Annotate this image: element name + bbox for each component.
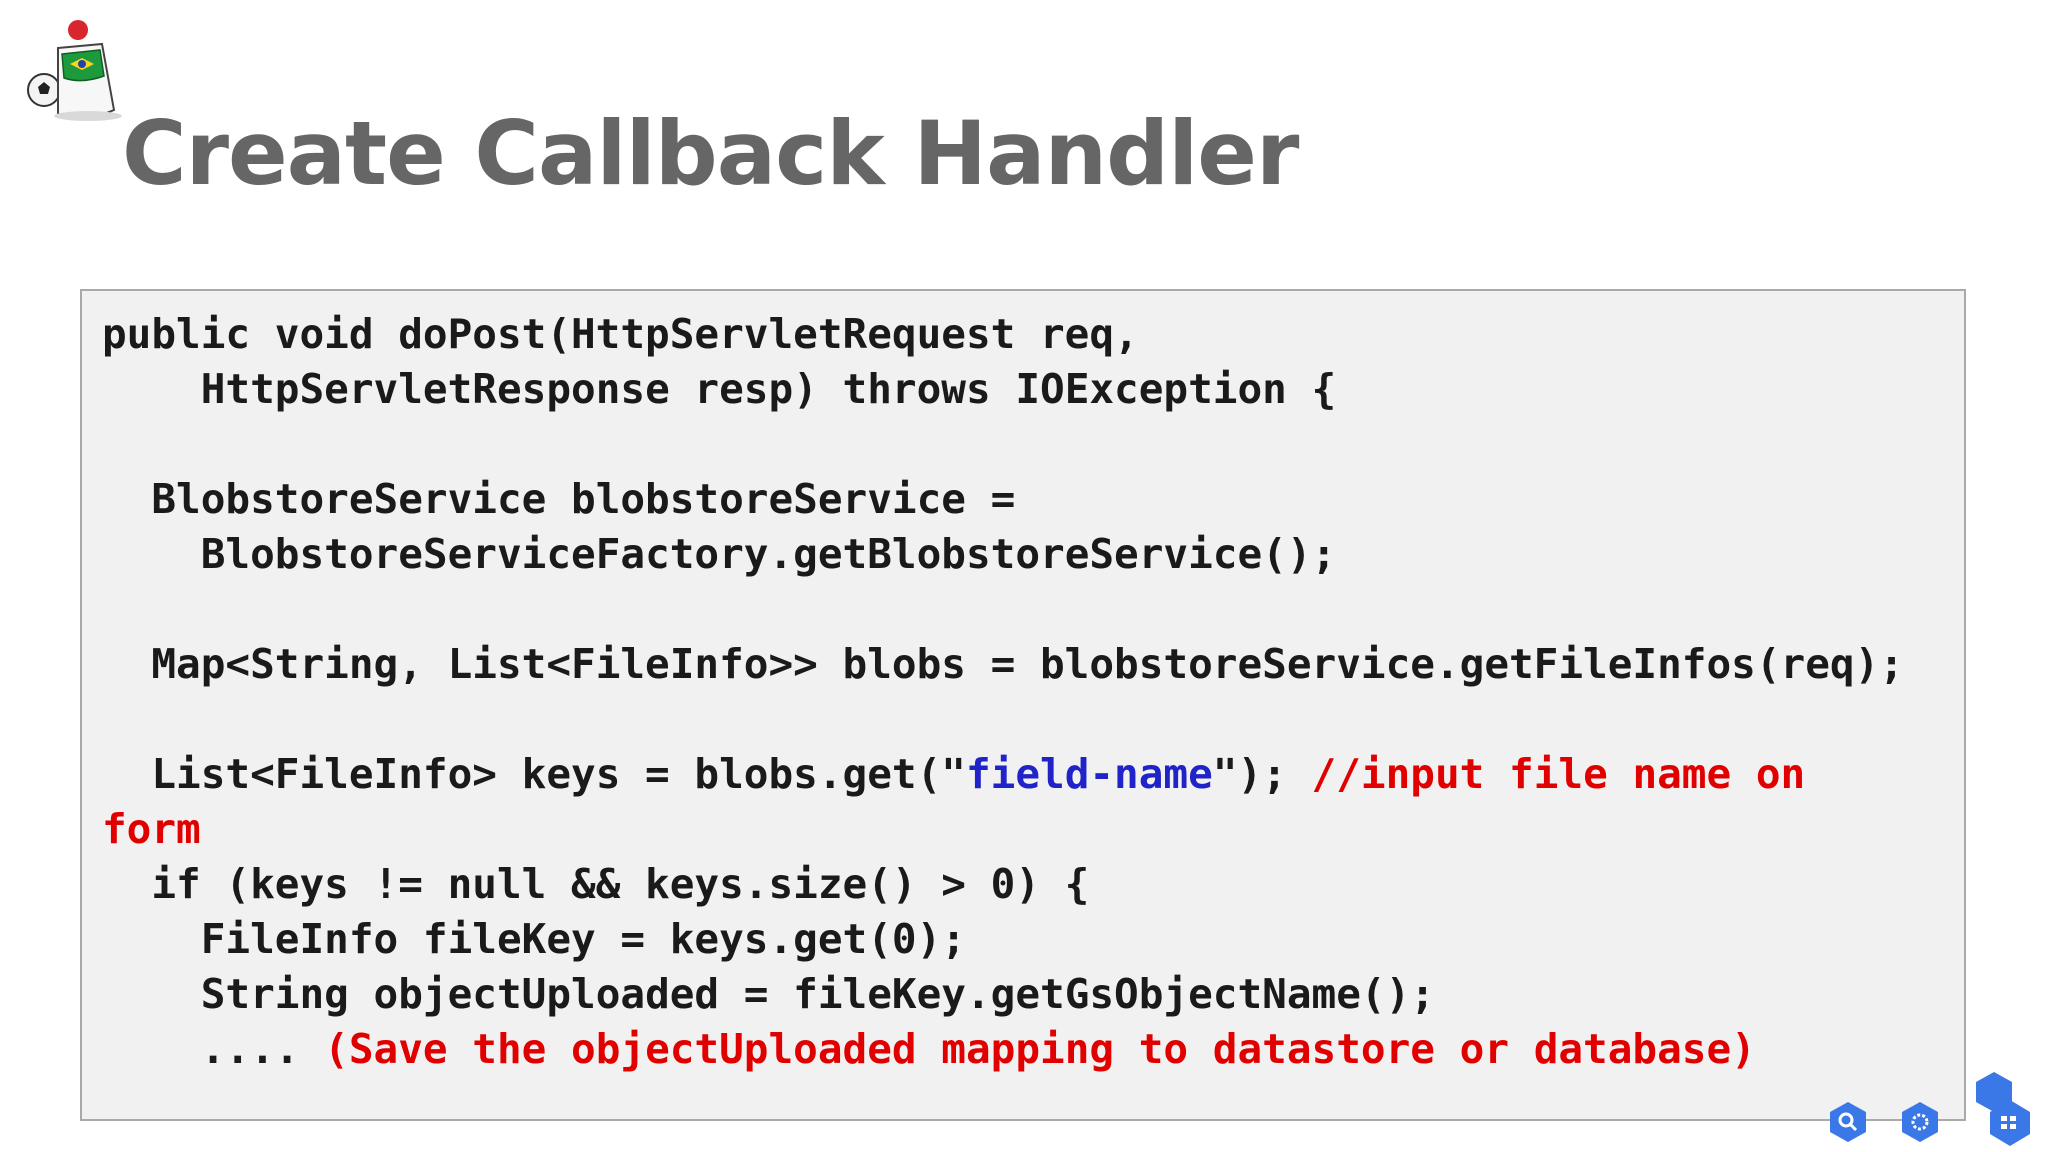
code-indent <box>102 915 201 963</box>
search-hex-icon <box>1830 1102 1866 1142</box>
code-line: if (keys != null && keys.size() > 0) { <box>102 857 1089 912</box>
grid-hex-icon <box>1976 1072 2030 1146</box>
code-token: public void doPost(HttpServletRequest re… <box>102 310 1139 358</box>
code-line: List<FileInfo> keys = blobs.get("field-n… <box>102 747 1805 802</box>
code-string: field-name <box>965 750 1213 798</box>
code-indent <box>102 640 151 688</box>
code-block: public void doPost(HttpServletRequest re… <box>80 289 1966 1121</box>
code-token: String objectUploaded = fileKey.getGsObj… <box>200 970 1435 1018</box>
gear-hex-icon <box>1902 1102 1938 1142</box>
code-token: FileInfo fileKey = keys.get(0); <box>200 915 966 963</box>
code-indent <box>102 530 201 578</box>
code-comment: //input file name on <box>1311 750 1806 798</box>
code-token: HttpServletResponse resp) throws IOExcep… <box>200 365 1337 413</box>
corner-badges <box>1830 1072 2030 1146</box>
code-line: FileInfo fileKey = keys.get(0); <box>102 912 966 967</box>
code-token: BlobstoreService blobstoreService = <box>151 475 1016 523</box>
code-token: List<FileInfo> keys = blobs.get(" <box>151 750 966 798</box>
code-line: form <box>102 802 201 857</box>
code-line: Map<String, List<FileInfo>> blobs = blob… <box>102 637 1904 692</box>
code-line: String objectUploaded = fileKey.getGsObj… <box>102 967 1435 1022</box>
code-comment: form <box>102 805 201 853</box>
code-token: BlobstoreServiceFactory.getBlobstoreServ… <box>200 530 1337 578</box>
code-indent <box>102 750 151 798</box>
code-line: BlobstoreServiceFactory.getBlobstoreServ… <box>102 527 1336 582</box>
duke-mascot-icon <box>27 20 122 121</box>
code-token: if (keys != null && keys.size() > 0) { <box>151 860 1090 908</box>
code-indent <box>102 970 201 1018</box>
code-indent <box>102 860 151 908</box>
code-token: "); <box>1212 750 1312 798</box>
slide-title: Create Callback Handler <box>122 102 1299 205</box>
code-indent <box>102 1025 201 1073</box>
code-token: .... <box>200 1025 325 1073</box>
code-line: BlobstoreService blobstoreService = <box>102 472 1015 527</box>
code-comment: (Save the objectUploaded mapping to data… <box>324 1025 1756 1073</box>
code-line: HttpServletResponse resp) throws IOExcep… <box>102 362 1336 417</box>
code-token: Map<String, List<FileInfo>> blobs = blob… <box>151 640 1904 688</box>
code-indent <box>102 475 151 523</box>
code-indent <box>102 365 201 413</box>
code-line: .... (Save the objectUploaded mapping to… <box>102 1022 1756 1077</box>
code-line: public void doPost(HttpServletRequest re… <box>102 307 1139 362</box>
